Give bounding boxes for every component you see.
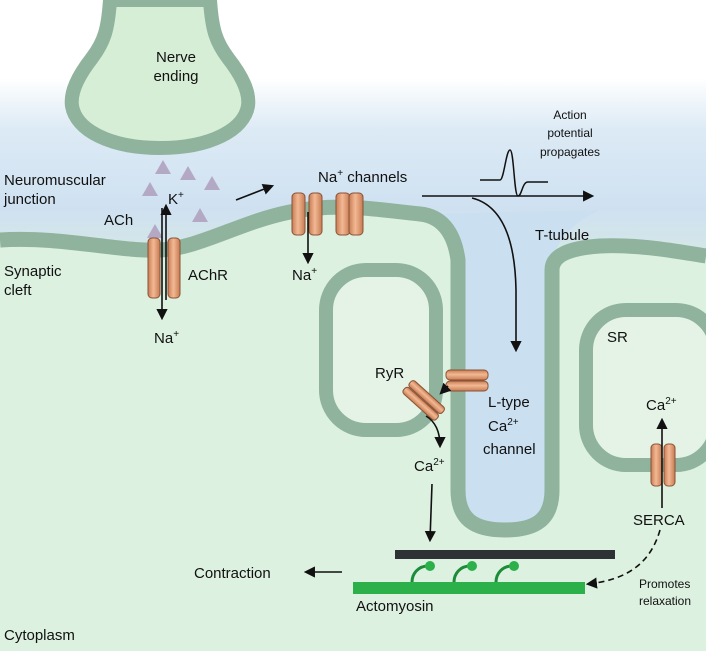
nmj-label-1: Neuromuscular	[4, 172, 106, 189]
ltype-to-ryr-arrow	[439, 382, 452, 395]
na-channel-closed	[335, 192, 364, 236]
na-channel-open	[291, 192, 323, 236]
action-potential-label-3: propagates	[540, 145, 600, 159]
actomyosin-label: Actomyosin	[356, 598, 434, 615]
ach-molecule	[147, 224, 163, 238]
t-tubule-propagation-arrow	[471, 197, 522, 353]
ach-molecule	[192, 208, 208, 222]
nerve-ending-label-2: ending	[153, 68, 198, 85]
ach-molecule	[142, 182, 158, 196]
ca-ryr-label: Ca2+	[414, 457, 445, 475]
ach-molecule	[155, 160, 171, 174]
ryr-label: RyR	[375, 365, 404, 382]
ca-sr-label: Ca2+	[646, 396, 677, 414]
synaptic-cleft-label-2: cleft	[4, 282, 32, 299]
myosin-filament	[353, 582, 585, 594]
achr-label: AChR	[188, 267, 228, 284]
action-potential-waveform	[480, 149, 548, 197]
relaxation-dashed-arrow	[585, 529, 661, 589]
actomyosin	[353, 550, 615, 594]
ryr-ca-release-arrow	[425, 415, 446, 449]
ach-label: ACh	[104, 212, 133, 229]
nerve-ending-label-1: Nerve	[156, 49, 196, 66]
ach-molecule	[180, 166, 196, 180]
ach-molecules	[142, 160, 220, 238]
nmj-to-na-arrow	[235, 184, 275, 201]
na-channels-label: Na+ channels	[318, 168, 407, 186]
ach-molecule	[204, 176, 220, 190]
actin-filament	[395, 550, 615, 559]
action-potential-label-1: Action	[553, 108, 586, 122]
ryr-channel	[402, 380, 445, 421]
l-type-label-2: Ca2+	[488, 417, 519, 435]
ca-to-actomyosin-arrow	[424, 483, 436, 543]
serca-label: SERCA	[633, 512, 685, 529]
cytoplasm-label: Cytoplasm	[4, 627, 75, 644]
promotes-relaxation-label-1: Promotes	[639, 577, 690, 591]
na-ion-label-channel: Na+	[292, 266, 317, 284]
promotes-relaxation-label-2: relaxation	[639, 594, 691, 608]
k-ion-label: K+	[168, 190, 184, 208]
l-type-label-3: channel	[483, 441, 536, 458]
t-tubule-label: T-tubule	[535, 227, 589, 244]
achr-channel	[147, 237, 181, 299]
sr-label: SR	[607, 329, 628, 346]
na-ion-label-achr: Na+	[154, 329, 179, 347]
sr-right	[579, 303, 706, 472]
nerve-ending	[64, 0, 256, 156]
l-type-label-1: L-type	[488, 394, 530, 411]
synaptic-cleft-label-1: Synaptic	[4, 263, 62, 280]
action-potential-label-2: potential	[547, 126, 592, 140]
nmj-label-2: junction	[3, 191, 56, 208]
l-type-ca-channel	[445, 369, 489, 392]
contraction-label: Contraction	[194, 565, 271, 582]
